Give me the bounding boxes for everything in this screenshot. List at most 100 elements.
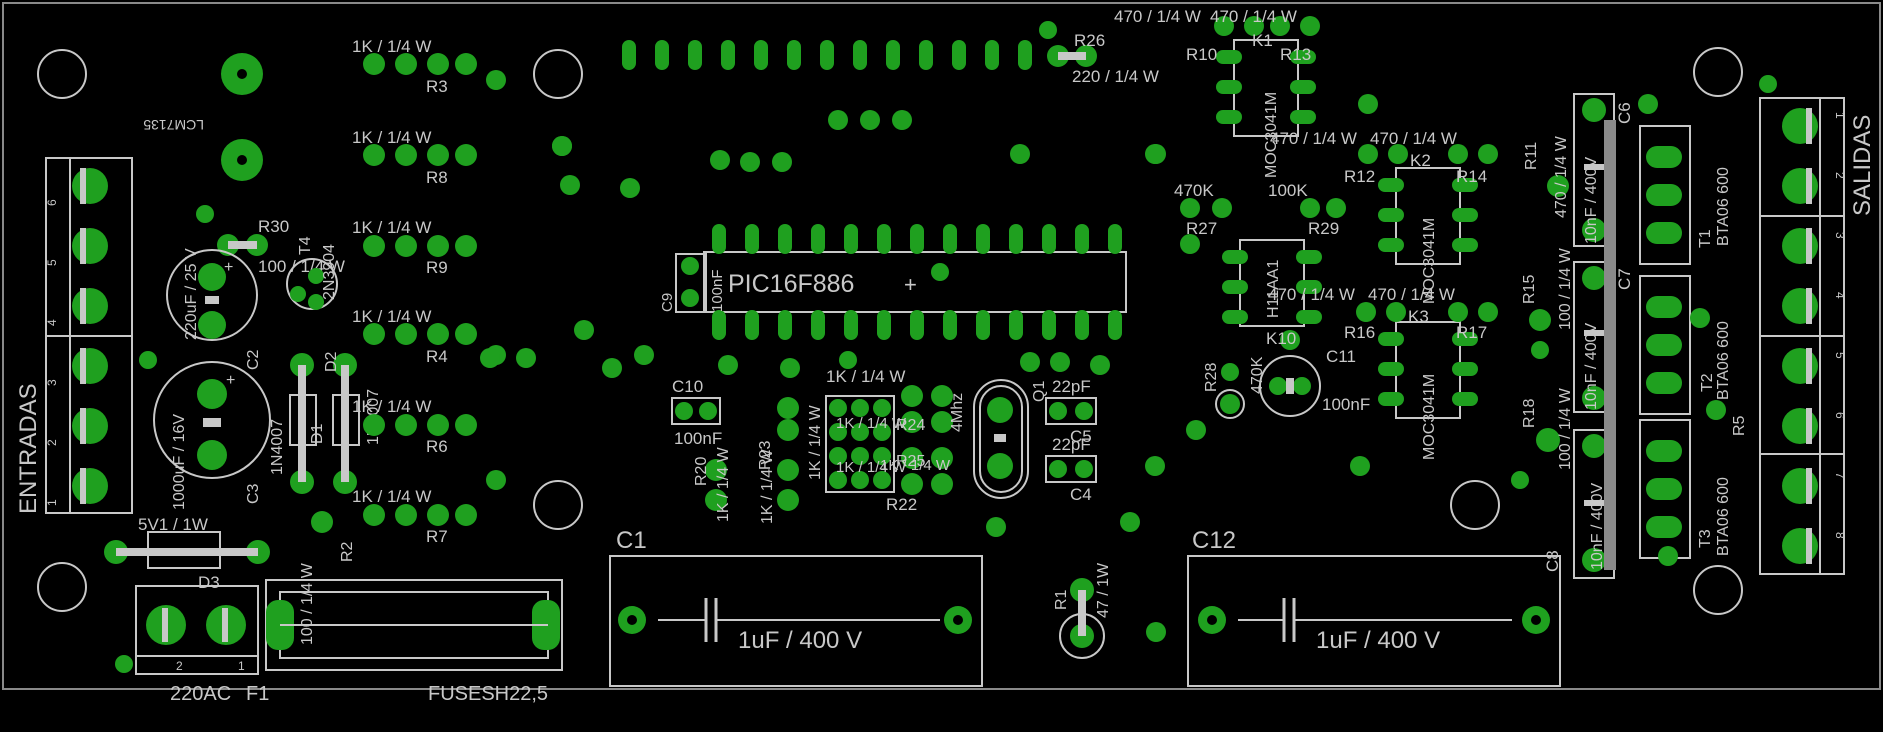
svg-text:7: 7 <box>1833 472 1847 479</box>
svg-text:220uF / 25 V: 220uF / 25 V <box>183 248 200 340</box>
svg-text:100nF: 100nF <box>1322 395 1370 414</box>
capacitor-c7: C7 10nF / 400V <box>1573 261 1634 413</box>
svg-text:470 / 1/4 W: 470 / 1/4 W <box>1210 7 1297 26</box>
svg-text:100 / 1/4 W: 100 / 1/4 W <box>1557 387 1574 470</box>
svg-text:MOC3041M: MOC3041M <box>1421 374 1438 460</box>
svg-text:BTA06 600: BTA06 600 <box>1715 477 1732 556</box>
svg-text:1K / 1/4 W: 1K / 1/4 W <box>352 218 431 237</box>
svg-text:2N3904: 2N3904 <box>321 244 338 300</box>
capacitor-c2: + 220uF / 25 V C2 <box>166 248 262 370</box>
board-outline <box>2 2 1881 690</box>
svg-text:MOC3041M: MOC3041M <box>1263 92 1280 178</box>
transistor-t4: T4 2N3904 <box>286 236 338 310</box>
svg-text:C10: C10 <box>672 377 703 396</box>
svg-text:4: 4 <box>45 319 59 326</box>
svg-text:R3: R3 <box>426 77 448 96</box>
capacitor-c9: C9 100nF <box>659 253 726 313</box>
svg-text:5V1 / 1W: 5V1 / 1W <box>138 515 208 534</box>
svg-text:220AC: 220AC <box>170 683 231 705</box>
svg-text:2: 2 <box>45 439 59 446</box>
svg-text:1K / 1/4 W: 1K / 1/4 W <box>836 415 907 432</box>
svg-text:T1: T1 <box>1697 229 1714 248</box>
svg-text:R28: R28 <box>1203 363 1220 392</box>
svg-text:1uF / 400 V: 1uF / 400 V <box>738 627 862 654</box>
capacitor-c10: C10 100nF <box>671 377 722 448</box>
diode-d1: 1N4007 D1 <box>269 353 326 494</box>
svg-text:Q1: Q1 <box>1031 381 1048 402</box>
svg-text:R26: R26 <box>1074 31 1105 50</box>
svg-text:6: 6 <box>1833 412 1847 419</box>
resistor-column <box>363 53 506 526</box>
svg-text:R27: R27 <box>1186 219 1217 238</box>
svg-text:R2: R2 <box>339 541 356 562</box>
triac-t3: T3 BTA06 600 <box>1604 419 1732 570</box>
svg-text:R10: R10 <box>1186 45 1217 64</box>
svg-text:470 / 1/4 W: 470 / 1/4 W <box>1368 285 1455 304</box>
svg-text:2: 2 <box>1833 172 1847 179</box>
svg-text:R13: R13 <box>1280 45 1311 64</box>
optocoupler-k3: 470 / 1/4 W 470 / 1/4 W R16 K3 R17 MOC30… <box>1268 285 1498 460</box>
svg-text:C6: C6 <box>1615 102 1634 124</box>
svg-text:1K / 1/4 W: 1K / 1/4 W <box>352 307 431 326</box>
svg-text:1K / 1/4 W: 1K / 1/4 W <box>352 128 431 147</box>
svg-text:22pF: 22pF <box>1052 377 1091 396</box>
svg-text:+: + <box>226 372 235 389</box>
svg-text:T3: T3 <box>1697 529 1714 548</box>
input-pin-numbers: 6 5 4 3 2 1 <box>45 199 59 506</box>
svg-text:H11AA1: H11AA1 <box>1265 259 1282 318</box>
svg-text:100 / 1/4 W: 100 / 1/4 W <box>1557 247 1574 330</box>
resistor-r1: R1 47 / 1W <box>1053 562 1112 659</box>
salidas-label: SALIDAS <box>1849 115 1876 216</box>
svg-text:C8: C8 <box>1543 550 1562 572</box>
svg-text:R20: R20 <box>693 457 710 486</box>
capacitor-c4: 22pF C4 <box>1045 435 1097 504</box>
svg-text:1K / 1/4 W: 1K / 1/4 W <box>759 448 776 524</box>
svg-text:R16: R16 <box>1344 323 1375 342</box>
svg-text:R4: R4 <box>426 347 448 366</box>
svg-text:22pF: 22pF <box>1052 435 1091 454</box>
optocoupler-k1: 470 / 1/4 W 470 / 1/4 W R10 K1 R13 MOC30… <box>1114 7 1320 178</box>
capacitor-c12: C12 1uF / 400 V <box>1187 527 1561 687</box>
resistor-r18: R18 100 / 1/4 W <box>1511 387 1574 489</box>
svg-text:C5: C5 <box>1070 427 1092 446</box>
svg-text:C1: C1 <box>616 527 647 554</box>
svg-text:+: + <box>224 259 233 276</box>
svg-text:PIC16F886: PIC16F886 <box>728 270 854 298</box>
capacitor-c11: C11 100nF <box>1259 347 1370 417</box>
svg-text:1K / 1/4 W: 1K / 1/4 W <box>880 457 951 474</box>
svg-text:R15: R15 <box>1521 275 1538 304</box>
svg-text:1: 1 <box>45 499 59 506</box>
triac-t2: T2 BTA06 600 R5 <box>1604 270 1748 436</box>
optocoupler-k2: 470 / 1/4 W 470 / 1/4 W R12 K2 R14 MOC30… <box>1270 94 1498 304</box>
svg-text:6: 6 <box>45 199 59 206</box>
svg-text:LCM7135: LCM7135 <box>143 117 204 133</box>
svg-text:R9: R9 <box>426 258 448 277</box>
svg-text:1: 1 <box>238 659 245 673</box>
svg-text:R8: R8 <box>426 168 448 187</box>
svg-text:470 / 1/4 W: 470 / 1/4 W <box>1268 285 1355 304</box>
svg-text:8: 8 <box>1833 532 1847 539</box>
svg-text:C11: C11 <box>1326 347 1356 366</box>
svg-text:1K / 1/4 W: 1K / 1/4 W <box>836 459 907 476</box>
crystal-q1: Q1 <box>973 379 1048 536</box>
svg-text:D3: D3 <box>198 573 220 592</box>
svg-text:1K / 1/4 W: 1K / 1/4 W <box>826 367 905 386</box>
svg-text:R23: R23 <box>757 441 774 470</box>
resistor-r28-k10: R28 470K K10 <box>1203 329 1300 419</box>
svg-text:BTA06 600: BTA06 600 <box>1715 167 1732 246</box>
entradas-label: ENTRADAS <box>15 383 42 514</box>
svg-text:R24: R24 <box>896 417 925 434</box>
svg-text:1: 1 <box>1833 112 1847 119</box>
svg-text:BTA06 600: BTA06 600 <box>1715 321 1732 400</box>
svg-text:C12: C12 <box>1192 527 1236 554</box>
capacitor-c6: C6 10nF / 400V <box>1573 93 1634 247</box>
resistor-r15: R15 100 / 1/4 W <box>1521 247 1574 359</box>
svg-text:470K: 470K <box>1174 181 1214 200</box>
svg-text:R12: R12 <box>1344 167 1375 186</box>
svg-text:1uF / 400 V: 1uF / 400 V <box>1316 627 1440 654</box>
capacitor-c5: 22pF C5 <box>1045 377 1097 446</box>
capacitor-c8: C8 10nF / 400V <box>1543 429 1615 579</box>
output-pin-numbers: 1 2 3 4 5 6 7 8 <box>1833 112 1847 539</box>
